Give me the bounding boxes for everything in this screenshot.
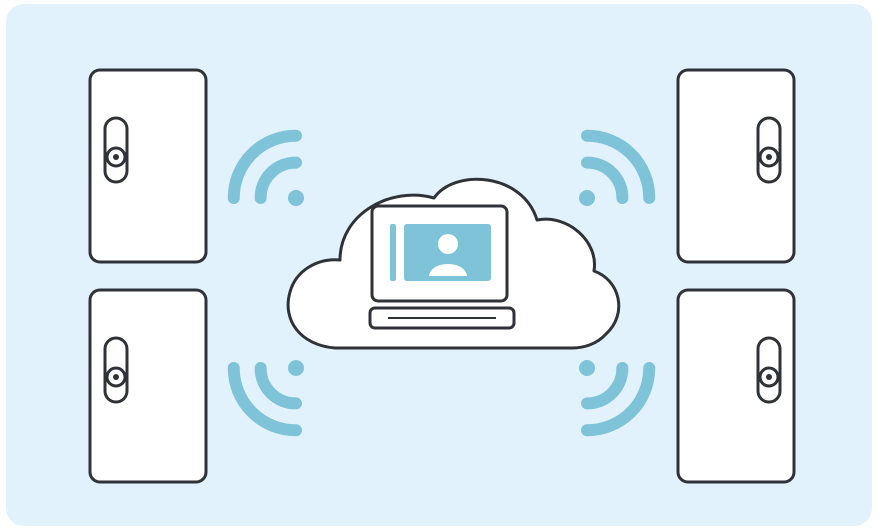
- door-lock-icon: [756, 116, 782, 184]
- door-lock-top-left: [88, 68, 208, 264]
- door-lock-icon: [756, 336, 782, 404]
- door-lock-icon: [103, 336, 129, 404]
- wifi-signal-icon: [227, 129, 304, 206]
- door-lock-icon: [103, 116, 129, 184]
- user-avatar-icon: [429, 234, 467, 276]
- laptop-icon: [368, 204, 516, 330]
- wifi-signal-icon: [579, 129, 656, 206]
- door-lock-top-right: [676, 68, 796, 264]
- wifi-signal-icon: [579, 360, 656, 437]
- door-lock-bottom-left: [88, 288, 208, 484]
- wifi-signal-icon: [227, 360, 304, 437]
- door-lock-bottom-right: [676, 288, 796, 484]
